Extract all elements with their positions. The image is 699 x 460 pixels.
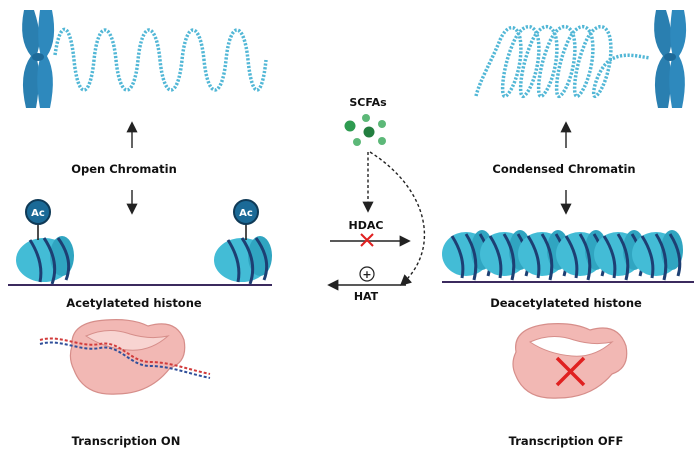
svg-text:Ac: Ac	[31, 208, 45, 219]
transcription-off-label: Transcription OFF	[508, 434, 624, 448]
svg-text:+: +	[362, 268, 371, 281]
right-chromosome	[654, 10, 687, 108]
acetylated-histone-label: Acetylateted histone	[66, 296, 202, 310]
deacetylated-histone-label: Deacetylateted histone	[490, 296, 642, 310]
rna-polymerase-inactive	[512, 323, 628, 399]
nucleosome-left-1	[16, 224, 74, 285]
nucleosome-left-2	[214, 224, 272, 285]
svg-text:Ac: Ac	[239, 208, 253, 219]
hdac-inhibited-mark	[360, 233, 374, 247]
condensed-chromatin-label: Condensed Chromatin	[492, 162, 636, 176]
acetyl-tag-left-2: Ac	[233, 199, 259, 225]
acetyl-tag-left-1: Ac	[25, 199, 51, 225]
open-chromatin-fiber	[53, 27, 268, 92]
hdac-label: HDAC	[348, 219, 384, 232]
condensed-nucleosome-array	[442, 228, 694, 283]
scfa-label: SCFAs	[349, 96, 387, 109]
left-chromosome	[22, 10, 55, 108]
transcription-on-label: Transcription ON	[71, 434, 181, 448]
plus-sign-icon: +	[359, 266, 375, 282]
hat-label: HAT	[353, 290, 379, 303]
scfa-molecules	[344, 114, 386, 146]
condensed-chromatin-coil	[474, 25, 651, 98]
dashed-arrow-to-hat	[369, 151, 425, 286]
open-chromatin-label: Open Chromatin	[71, 162, 177, 176]
rna-polymerase-active	[39, 319, 211, 395]
